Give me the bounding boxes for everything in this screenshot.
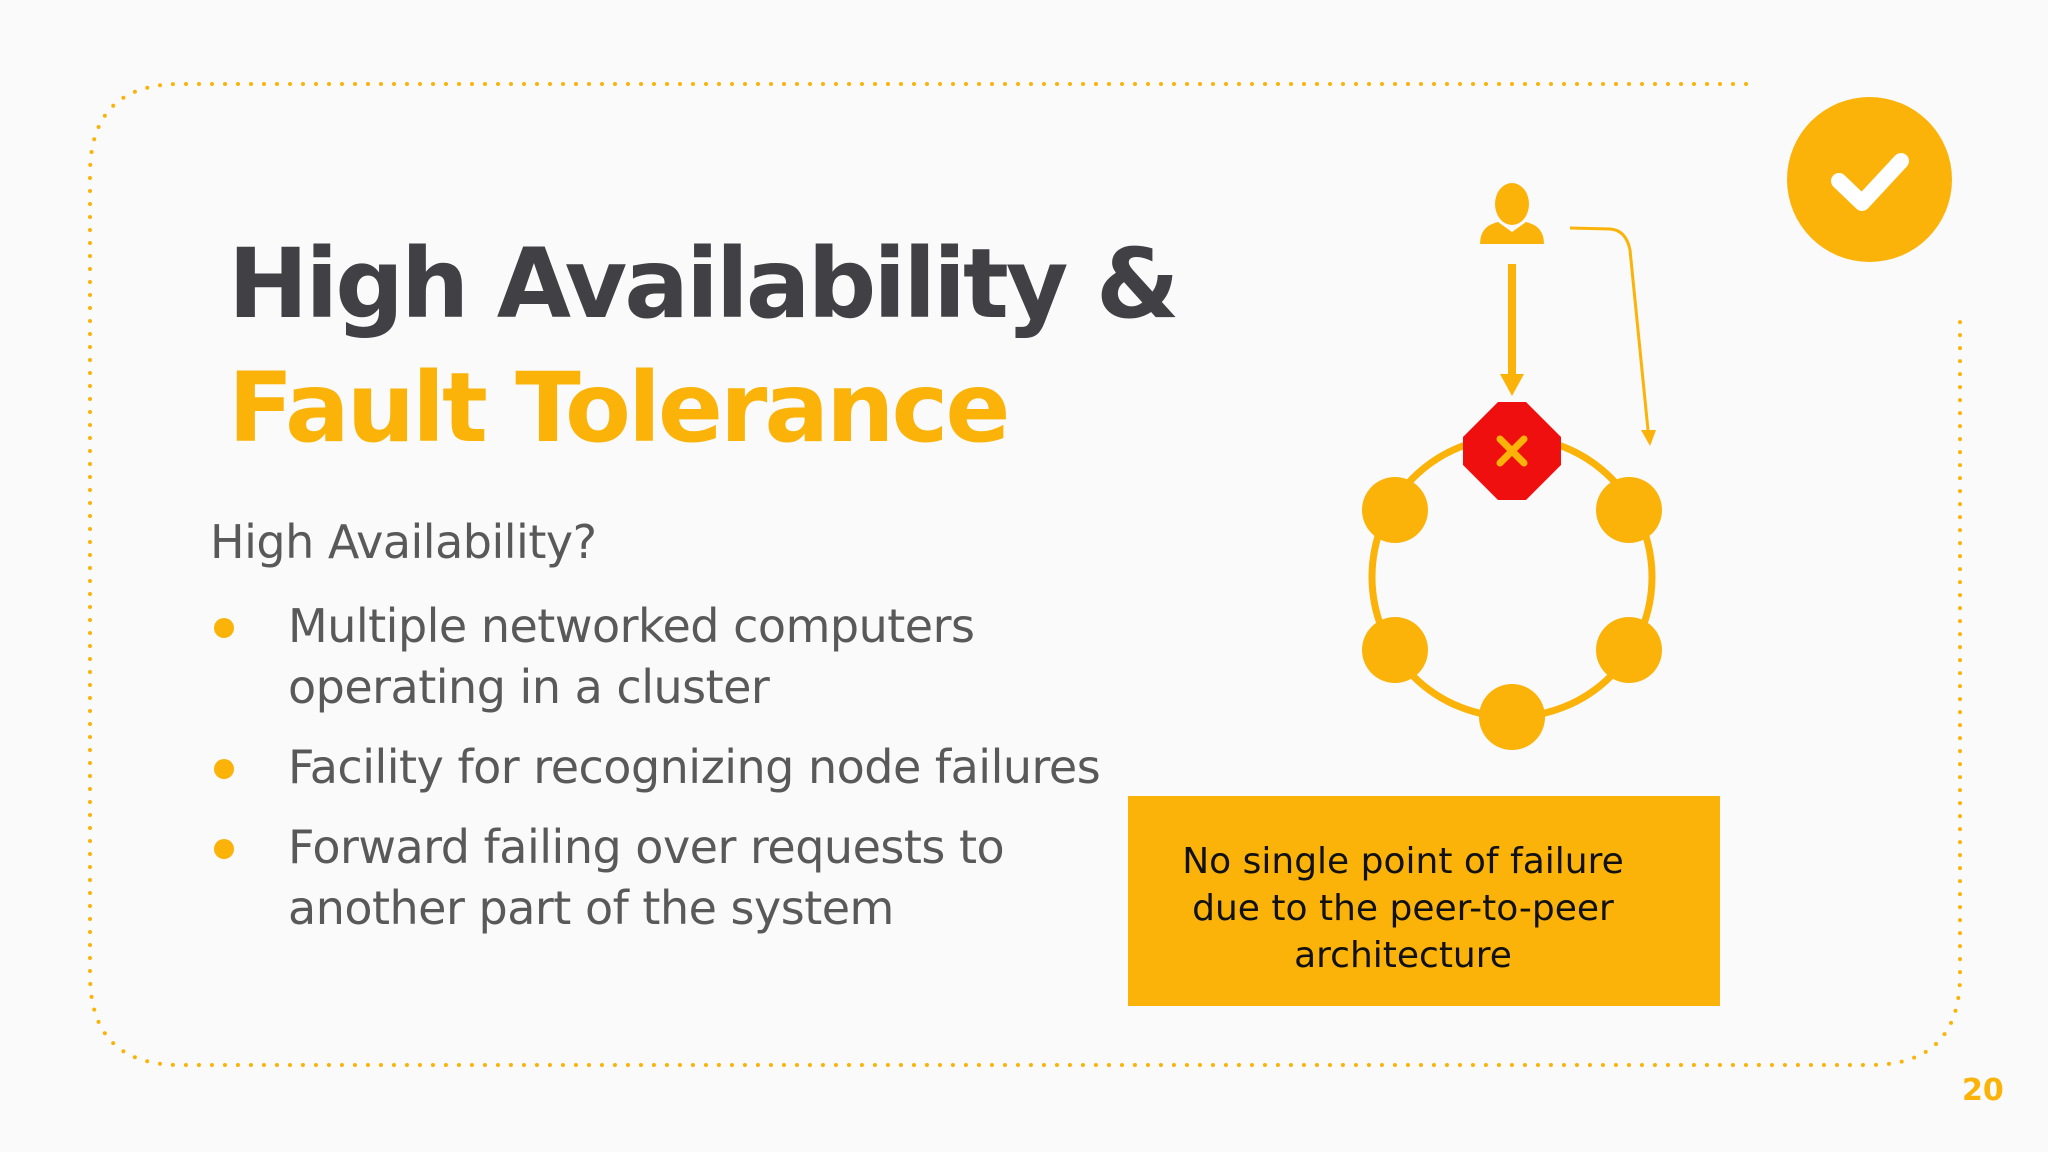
bullet-text: Multiple networked computers operating i… — [288, 599, 975, 714]
cluster-node — [1362, 477, 1428, 543]
cluster-node — [1479, 684, 1545, 750]
checkmark-icon — [1831, 153, 1909, 211]
request-arrow — [1500, 264, 1524, 396]
bullet-dot-icon — [214, 759, 234, 779]
bullet-item: Multiple networked computers operating i… — [210, 596, 1168, 718]
bullet-list: Multiple networked computers operating i… — [210, 596, 1168, 958]
failed-node-x-icon — [1463, 402, 1561, 500]
callout-text: No single point of failure due to the pe… — [1182, 841, 1624, 976]
subtitle: High Availability? — [210, 515, 597, 569]
page-number: 20 — [1962, 1073, 2004, 1108]
cluster-node — [1596, 477, 1662, 543]
title-line-2: Fault Tolerance — [228, 352, 1010, 464]
cluster-node — [1362, 617, 1428, 683]
bullet-dot-icon — [214, 618, 234, 638]
cluster-node — [1596, 617, 1662, 683]
failover-arrow — [1569, 226, 1656, 446]
bullet-item: Facility for recognizing node failures — [210, 737, 1168, 798]
bullet-text: Forward failing over requests to another… — [288, 820, 1005, 935]
title-line-1: High Availability & — [228, 228, 1180, 340]
slide-title: High Availability & Fault Tolerance — [228, 222, 1180, 470]
bullet-item: Forward failing over requests to another… — [210, 817, 1168, 939]
callout-box: No single point of failure due to the pe… — [1128, 796, 1720, 1006]
checkmark-badge — [1787, 97, 1952, 262]
bullet-dot-icon — [214, 839, 234, 859]
user-icon — [1480, 183, 1544, 244]
frame-border — [88, 82, 1962, 1067]
bullet-text: Facility for recognizing node failures — [288, 740, 1101, 794]
